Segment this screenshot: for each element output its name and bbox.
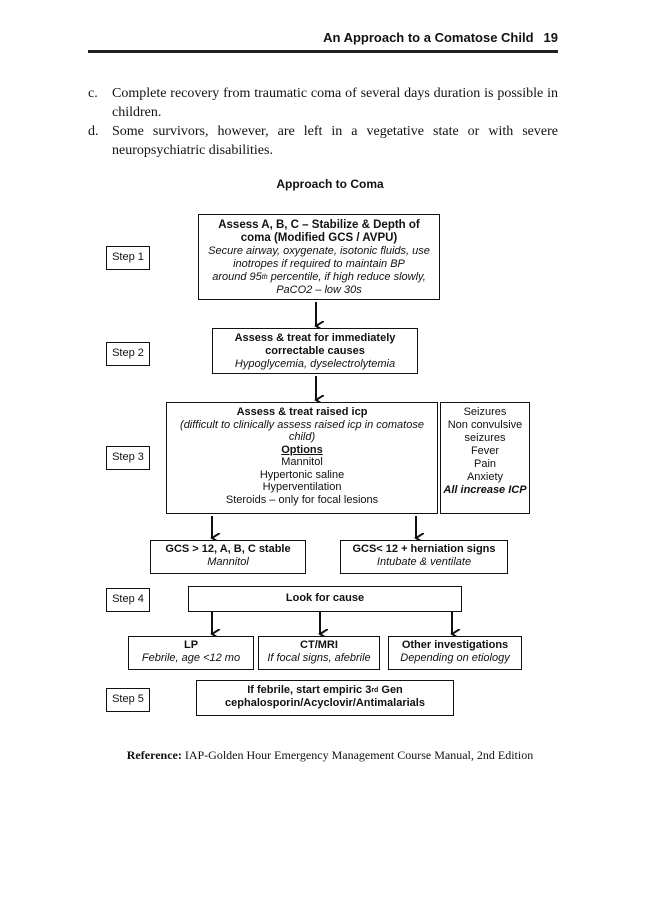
assess-abc-title: Assess A, B, C – Stabilize & Depth of co… xyxy=(218,219,420,244)
empiric-treatment-box: If febrile, start empiric 3rd Gen cephal… xyxy=(196,680,454,716)
look-for-cause-label: Look for cause xyxy=(285,592,365,604)
list-text: Some survivors, however, are left in a v… xyxy=(112,124,558,158)
other-investigations-title: Other investigations xyxy=(401,639,509,651)
option-item: Hypertonic saline xyxy=(259,468,345,481)
step-2-label: Step 2 xyxy=(106,342,150,366)
look-for-cause-box: Look for cause xyxy=(188,586,462,612)
step-1-label: Step 1 xyxy=(106,246,150,270)
lp-detail: Febrile, age <12 mo xyxy=(141,652,241,664)
list-marker: d. xyxy=(88,124,99,139)
icp-factor: Fever xyxy=(470,445,500,457)
empiric-treatment-line1: If febrile, start empiric 3rd Gen xyxy=(247,684,403,696)
other-investigations-box: Other investigations Depending on etiolo… xyxy=(388,636,522,670)
raised-icp-detail: (difficult to clinically assess raised i… xyxy=(180,418,424,444)
running-header: An Approach to a Comatose Child 19 xyxy=(88,30,558,45)
reference-label: Reference: xyxy=(126,748,182,762)
list-item: c. Complete recovery from traumatic coma… xyxy=(88,84,558,122)
icp-factor: Pain xyxy=(473,458,497,470)
icp-factors-box: Seizures Non convulsive seizures Fever P… xyxy=(440,402,530,514)
gcs-low-box: GCS< 12 + herniation signs Intubate & ve… xyxy=(340,540,508,574)
gcs-high-box: GCS > 12, A, B, C stable Mannitol xyxy=(150,540,306,574)
correctable-causes-detail: Hypoglycemia, dyselectrolytemia xyxy=(234,358,396,370)
icp-factor: Seizures xyxy=(463,406,507,418)
lp-title: LP xyxy=(183,639,199,651)
assess-abc-box: Assess A, B, C – Stabilize & Depth of co… xyxy=(198,214,440,300)
header-title: An Approach to a Comatose Child xyxy=(323,30,534,45)
reference-line: Reference: IAP-Golden Hour Emergency Man… xyxy=(0,748,660,763)
ct-mri-detail: If focal signs, afebrile xyxy=(267,652,371,664)
step-3-label: Step 3 xyxy=(106,446,150,470)
lp-box: LP Febrile, age <12 mo xyxy=(128,636,254,670)
reference-text: IAP-Golden Hour Emergency Management Cou… xyxy=(184,748,534,762)
empiric-treatment-line2: cephalosporin/Acyclovir/Antimalarials xyxy=(225,697,425,709)
other-investigations-detail: Depending on etiology xyxy=(400,652,510,664)
assess-abc-detail-3: PaCO2 – low 30s xyxy=(276,284,362,296)
raised-icp-box: Assess & treat raised icp (difficult to … xyxy=(166,402,438,514)
gcs-high-title: GCS > 12, A, B, C stable xyxy=(165,543,291,555)
page-number: 19 xyxy=(543,30,558,45)
gcs-low-detail: Intubate & ventilate xyxy=(376,556,472,568)
step-5-label: Step 5 xyxy=(106,688,150,712)
header-rule xyxy=(88,50,558,53)
flowchart-title: Approach to Coma xyxy=(276,177,384,191)
correctable-causes-box: Assess & treat for immediately correctab… xyxy=(212,328,418,374)
ct-mri-box: CT/MRI If focal signs, afebrile xyxy=(258,636,380,670)
option-item: Steroids – only for focal lesions xyxy=(225,493,379,506)
ct-mri-title: CT/MRI xyxy=(300,639,338,651)
icp-factor: Non convulsive seizures xyxy=(447,419,523,444)
list-item: d. Some survivors, however, are left in … xyxy=(88,122,558,160)
correctable-causes-title: Assess & treat for immediately correctab… xyxy=(234,332,396,357)
list-text: Complete recovery from traumatic coma of… xyxy=(112,86,558,120)
body-list: c. Complete recovery from traumatic coma… xyxy=(88,84,558,160)
step-4-label: Step 4 xyxy=(106,588,150,612)
assess-abc-detail-1: Secure airway, oxygenate, isotonic fluid… xyxy=(208,245,430,270)
options-label: Options xyxy=(281,443,323,456)
gcs-low-title: GCS< 12 + herniation signs xyxy=(352,543,496,555)
option-item: Hyperventilation xyxy=(262,481,342,493)
raised-icp-title: Assess & treat raised icp xyxy=(236,406,368,418)
icp-factors-note: All increase ICP xyxy=(443,484,527,496)
assess-abc-detail-2: around 95th percentile, if high reduce s… xyxy=(212,271,426,283)
list-marker: c. xyxy=(88,86,98,101)
gcs-high-detail: Mannitol xyxy=(207,556,249,568)
icp-factor: Anxiety xyxy=(466,471,504,483)
option-item: Mannitol xyxy=(281,456,323,468)
